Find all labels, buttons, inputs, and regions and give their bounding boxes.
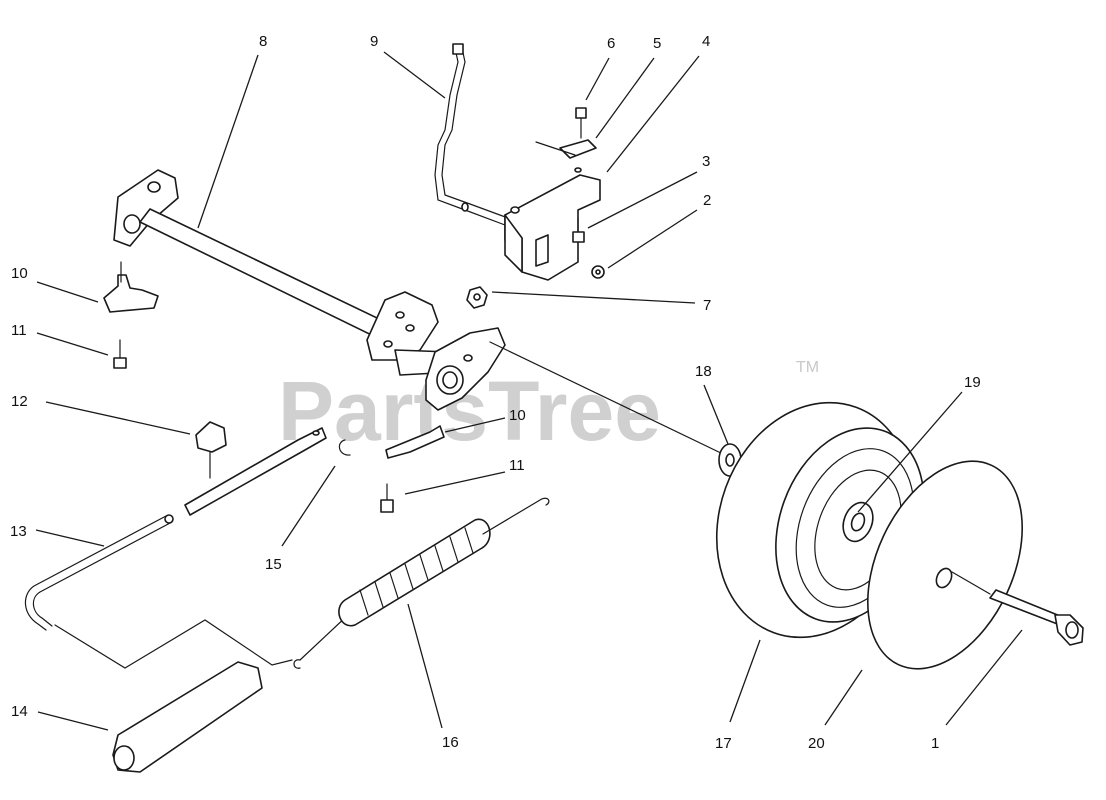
part-13-handle-rod[interactable] <box>24 514 174 631</box>
callout-labels: 8 9 6 5 4 3 2 7 10 11 12 10 11 13 15 14 … <box>10 33 981 752</box>
callout-8: 8 <box>259 33 267 50</box>
part-4-bracket[interactable] <box>504 167 601 281</box>
callout-5: 5 <box>653 35 661 52</box>
callout-4: 4 <box>702 33 710 50</box>
callout-10-upper: 10 <box>11 265 28 282</box>
callout-9: 9 <box>370 33 378 50</box>
callout-18: 18 <box>695 363 712 380</box>
callout-2: 2 <box>703 192 711 209</box>
callout-17: 17 <box>715 735 732 752</box>
callout-11-lower: 11 <box>509 457 525 474</box>
callout-6: 6 <box>607 35 615 52</box>
part-7-nut[interactable] <box>466 286 488 309</box>
part-16-spring[interactable] <box>293 497 550 669</box>
leader-lines <box>35 51 1023 731</box>
callout-12: 12 <box>11 393 28 410</box>
part-11-bolt-lower[interactable] <box>380 483 394 513</box>
callout-11-upper: 11 <box>11 322 27 339</box>
part-3-bolt[interactable] <box>572 217 585 243</box>
part-10-clip-upper[interactable] <box>103 261 159 313</box>
callout-7: 7 <box>703 297 711 314</box>
callout-16: 16 <box>442 734 459 751</box>
callout-20: 20 <box>808 735 825 752</box>
part-6-bolt[interactable] <box>575 107 587 139</box>
callout-10-lower: 10 <box>509 407 526 424</box>
callout-3: 3 <box>702 153 710 170</box>
part-9-rod[interactable] <box>434 43 509 226</box>
watermark-trademark: TM <box>796 359 819 376</box>
part-11-bolt-upper[interactable] <box>113 339 127 369</box>
callout-19: 19 <box>964 374 981 391</box>
assembly-guide-lines <box>54 619 293 669</box>
part-5-clip[interactable] <box>535 139 597 159</box>
part-15-pin-rod[interactable] <box>184 427 351 516</box>
callout-14: 14 <box>11 703 28 720</box>
part-1-shoulder-bolt[interactable] <box>951 571 1084 646</box>
part-8-axle[interactable] <box>113 169 726 456</box>
callout-13: 13 <box>10 523 27 540</box>
part-14-grip[interactable] <box>112 661 263 773</box>
part-12-latch[interactable] <box>195 421 227 479</box>
part-2-washer[interactable] <box>591 265 605 279</box>
callout-15: 15 <box>265 556 282 573</box>
part-10-clip-lower[interactable] <box>385 425 445 459</box>
callout-1: 1 <box>931 735 939 752</box>
